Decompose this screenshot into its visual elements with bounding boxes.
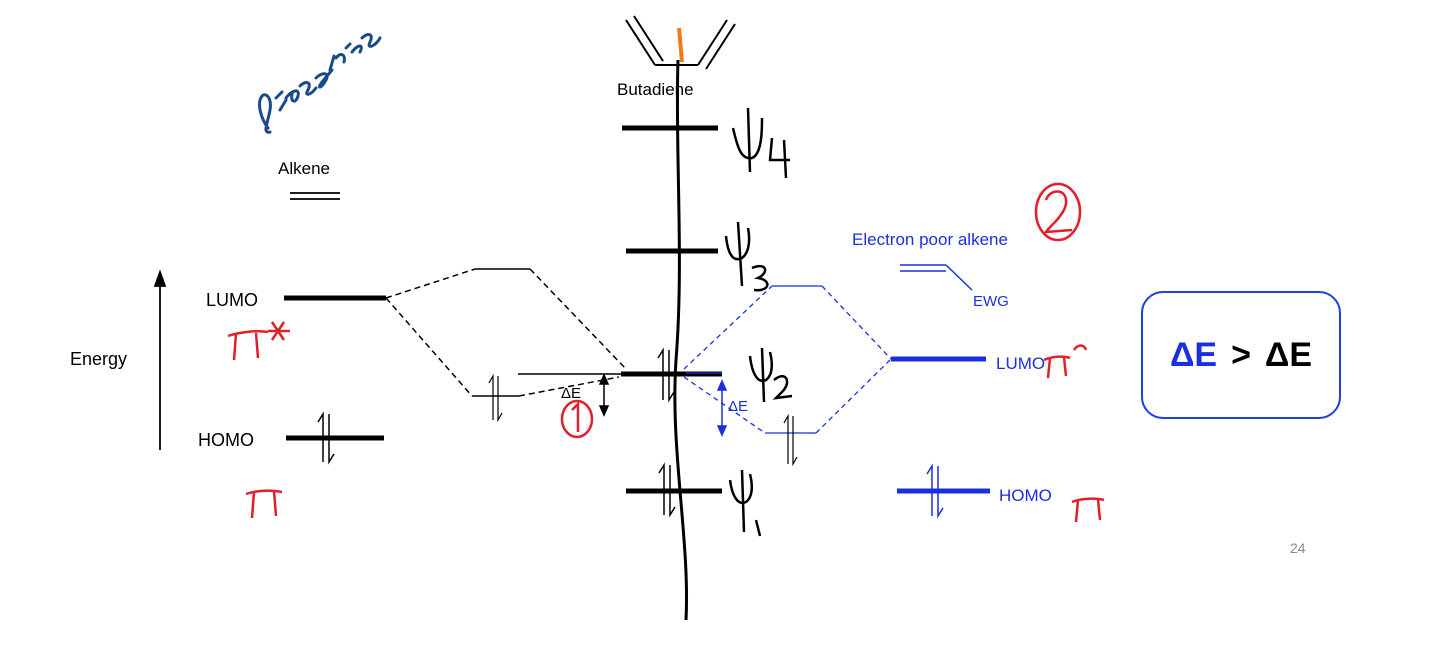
dienophile-handwriting (258, 33, 382, 134)
ewg-label: EWG (973, 293, 1009, 310)
energy-label: Energy (70, 349, 127, 369)
blue-lower-electrons (783, 413, 798, 467)
butadiene-label: Butadiene (617, 80, 694, 99)
electron-poor-alkene-structure (900, 264, 973, 291)
lumo-label-left: LUMO (206, 290, 258, 310)
energy-arrow (153, 269, 167, 450)
delta-e-comparison-box: ΔE > ΔE (1141, 291, 1341, 419)
circled-one (560, 399, 594, 439)
psi-labels (724, 107, 793, 537)
butadiene-structure (625, 15, 736, 70)
pi-star-left (227, 329, 269, 338)
pi-left (245, 489, 283, 496)
blue-delta-e-arrow (716, 379, 728, 437)
epa-homo-electrons (926, 463, 944, 519)
center-axis-line (673, 59, 688, 621)
butadiene-electrons (657, 347, 676, 518)
butadiene-levels (621, 125, 722, 494)
electron-poor-alkene-label: Electron poor alkene (852, 230, 1008, 249)
homo-label-right: HOMO (999, 486, 1052, 505)
red-annotations (227, 182, 1105, 523)
blue-interaction-lines (683, 285, 892, 434)
alkene-interaction-lines (385, 268, 627, 397)
pi-star-right (1043, 355, 1071, 362)
delta-e-blue: ΔE (728, 398, 748, 415)
comparator: > (1231, 335, 1251, 374)
black-delta-e-arrow (598, 373, 610, 417)
page-number: 24 (1290, 540, 1306, 556)
orange-mark (677, 27, 684, 63)
circled-two (1034, 182, 1082, 242)
black-lower-electrons (488, 373, 503, 423)
alkene-homo-electrons (317, 411, 335, 465)
pi-right (1071, 497, 1105, 504)
delta-e-blue-box: ΔE (1169, 335, 1218, 374)
delta-e-black: ΔE (561, 385, 581, 402)
delta-e-black-box: ΔE (1264, 335, 1313, 374)
alkene-structure (290, 192, 340, 200)
homo-label-left: HOMO (198, 430, 254, 450)
lumo-label-right: LUMO (996, 354, 1045, 373)
alkene-label: Alkene (278, 159, 330, 178)
